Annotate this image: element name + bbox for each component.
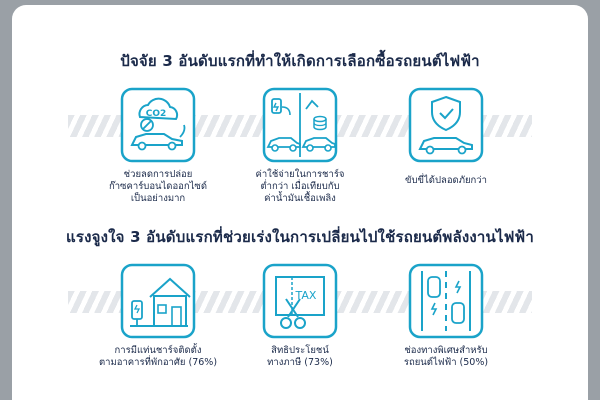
label-line: ก๊าซคาร์บอนไดออกไซด์ <box>108 181 208 192</box>
section2-label-3: ช่องทางพิเศษสำหรับ รถยนต์ไฟฟ้า (50%) <box>376 345 516 369</box>
section2-title: แรงจูงใจ 3 อันดับแรกที่ช่วยเร่งในการเปลี… <box>65 228 534 246</box>
section1-label-2: ค่าใช้จ่ายในการชาร์จ ต่ำกว่า เมื่อเทียบก… <box>230 169 370 205</box>
section2-label-1: การมีแท่นชาร์จติดตั้ง ตามอาคารที่พักอาศั… <box>88 345 228 369</box>
section1-label-1: ช่วยลดการปล่อย ก๊าซคาร์บอนไดออกไซด์ เป็น… <box>88 169 228 205</box>
label-line: ทางภาษี (73%) <box>267 357 333 368</box>
label-line: เป็นอย่างมาก <box>130 193 186 204</box>
charging-vs-fuel-icon <box>262 87 338 163</box>
label-line: ขับขี่ได้ปลอดภัยกว่า <box>405 175 487 186</box>
section1-title: ปัจจัย 3 อันดับแรกที่ทำให้เกิดการเลือกซื… <box>120 52 480 70</box>
label-line: ต่ำกว่า เมื่อเทียบกับ <box>260 181 340 192</box>
label-line: ช่วยลดการปล่อย <box>123 169 193 180</box>
label-line: การมีแท่นชาร์จติดตั้ง <box>114 345 202 356</box>
label-line: ช่องทางพิเศษสำหรับ <box>404 345 488 356</box>
co2-car-icon: CO2 <box>120 87 196 163</box>
label-line: ค่าใช้จ่ายในการชาร์จ <box>255 169 345 180</box>
home-charger-icon <box>120 263 196 339</box>
infographic-card: ปัจจัย 3 อันดับแรกที่ทำให้เกิดการเลือกซื… <box>12 5 588 400</box>
tax-text: TAX <box>295 289 317 302</box>
label-line: สิทธิประโยชน์ <box>271 345 329 356</box>
label-line: ตามอาคารที่พักอาศัย (76%) <box>98 357 218 368</box>
tax-cut-icon: TAX <box>262 263 338 339</box>
co2-text: CO2 <box>146 109 167 119</box>
section2-label-2: สิทธิประโยชน์ ทางภาษี (73%) <box>230 345 370 369</box>
section1-label-3: ขับขี่ได้ปลอดภัยกว่า <box>376 175 516 187</box>
ev-lane-icon <box>408 263 484 339</box>
shield-car-icon <box>408 87 484 163</box>
label-line: ค่าน้ำมันเชื้อเพลิง <box>264 193 336 204</box>
label-line: รถยนต์ไฟฟ้า (50%) <box>403 357 489 368</box>
